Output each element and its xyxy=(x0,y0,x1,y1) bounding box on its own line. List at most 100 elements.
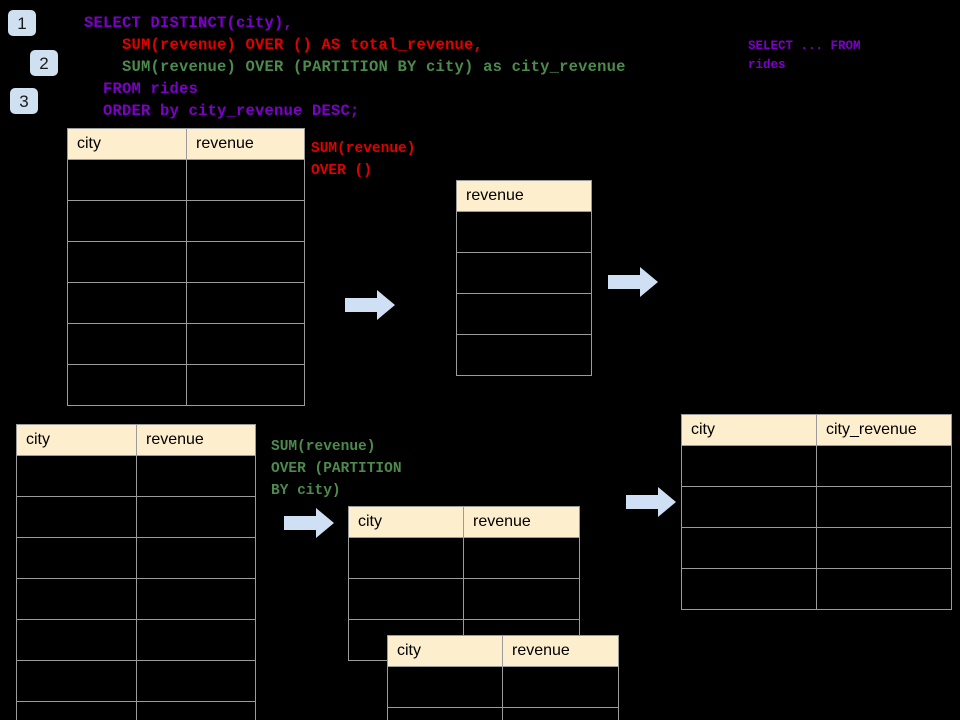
sql-line-order-by: ORDER by city_revenue DESC; xyxy=(84,102,360,120)
cell-city xyxy=(16,660,137,702)
cell-revenue xyxy=(456,334,592,376)
table-header-row: city revenue xyxy=(16,424,256,456)
step-badge-3: 3 xyxy=(10,88,38,114)
annotation-partition-line-1: SUM(revenue) xyxy=(271,439,376,455)
table-row xyxy=(67,241,305,283)
annotation-total-sum-line-1: SUM(revenue) xyxy=(311,141,416,157)
table-row xyxy=(16,496,256,538)
cell-city xyxy=(16,578,137,620)
table-rides-top: city revenue xyxy=(67,128,305,406)
column-header-city: city xyxy=(16,424,137,456)
cell-revenue xyxy=(186,364,305,406)
cell-revenue xyxy=(456,293,592,335)
cell-revenue xyxy=(136,496,256,538)
cell-city-revenue xyxy=(816,527,952,569)
column-header-city: city xyxy=(348,506,464,538)
cell-revenue xyxy=(186,323,305,365)
sql-line-from: FROM rides xyxy=(84,80,199,98)
table-row xyxy=(387,707,619,720)
column-header-revenue: revenue xyxy=(463,506,580,538)
cell-revenue xyxy=(136,578,256,620)
cell-revenue xyxy=(186,282,305,324)
table-row xyxy=(681,568,952,610)
cell-city xyxy=(387,666,503,708)
table-row xyxy=(16,619,256,661)
column-header-city: city xyxy=(681,414,817,446)
table-header-row: city revenue xyxy=(67,128,305,160)
sql-line-total-revenue: SUM(revenue) OVER () AS total_revenue, xyxy=(84,36,484,54)
cell-city xyxy=(348,578,464,620)
table-rides-bottom: city revenue xyxy=(16,424,256,720)
table-row xyxy=(387,666,619,708)
annotation-total-sum: SUM(revenue) OVER () xyxy=(311,138,415,182)
arrow-right-icon xyxy=(608,267,658,297)
column-header-city: city xyxy=(67,128,187,160)
cell-revenue xyxy=(456,211,592,253)
step-badge-3-label: 3 xyxy=(19,91,29,111)
annotation-partition-line-2: OVER (PARTITION xyxy=(271,461,402,477)
cell-city xyxy=(16,455,137,497)
sidenote-select-from: SELECT ... FROM rides xyxy=(748,37,861,75)
table-row xyxy=(681,527,952,569)
arrow-right-icon xyxy=(626,487,676,517)
cell-revenue xyxy=(456,252,592,294)
table-row xyxy=(681,486,952,528)
cell-revenue xyxy=(463,537,580,579)
table-row xyxy=(456,334,592,376)
table-row xyxy=(348,537,580,579)
cell-city xyxy=(16,496,137,538)
table-row xyxy=(67,200,305,242)
table-row xyxy=(456,211,592,253)
column-header-city: city xyxy=(387,635,503,667)
cell-revenue xyxy=(502,707,619,720)
sql-line-city-revenue: SUM(revenue) OVER (PARTITION BY city) as… xyxy=(84,58,626,76)
table-header-row: city city_revenue xyxy=(681,414,952,446)
sidenote-line-1: SELECT ... FROM xyxy=(748,39,861,53)
table-revenue-total: revenue xyxy=(456,180,592,376)
cell-revenue xyxy=(463,578,580,620)
table-result: city city_revenue xyxy=(681,414,952,610)
table-row xyxy=(67,282,305,324)
table-row xyxy=(67,323,305,365)
table-partition-front: city revenue xyxy=(387,635,619,720)
table-header-row: city revenue xyxy=(387,635,619,667)
table-row xyxy=(456,293,592,335)
sidenote-line-2: rides xyxy=(748,58,786,72)
cell-city xyxy=(67,200,187,242)
arrow-right-icon xyxy=(284,508,334,538)
cell-city-revenue xyxy=(816,568,952,610)
cell-revenue xyxy=(502,666,619,708)
table-row xyxy=(348,578,580,620)
cell-city xyxy=(67,364,187,406)
cell-city xyxy=(16,701,137,720)
table-row xyxy=(16,455,256,497)
cell-city xyxy=(16,619,137,661)
cell-city xyxy=(681,445,817,487)
cell-city xyxy=(67,282,187,324)
table-row xyxy=(16,537,256,579)
cell-revenue xyxy=(186,241,305,283)
arrow-right-icon xyxy=(345,290,395,320)
step-badge-2: 2 xyxy=(30,50,58,76)
cell-city xyxy=(681,568,817,610)
cell-city xyxy=(16,537,137,579)
step-badge-1: 1 xyxy=(8,10,36,36)
cell-revenue xyxy=(186,200,305,242)
cell-revenue xyxy=(136,701,256,720)
annotation-total-sum-line-2: OVER () xyxy=(311,163,372,179)
cell-city xyxy=(67,241,187,283)
table-row xyxy=(681,445,952,487)
annotation-partition-line-3: BY city) xyxy=(271,483,341,499)
cell-city-revenue xyxy=(816,486,952,528)
cell-revenue xyxy=(186,159,305,201)
cell-city xyxy=(387,707,503,720)
column-header-revenue: revenue xyxy=(136,424,256,456)
column-header-revenue: revenue xyxy=(502,635,619,667)
cell-city xyxy=(681,527,817,569)
cell-revenue xyxy=(136,455,256,497)
cell-revenue xyxy=(136,660,256,702)
cell-revenue xyxy=(136,537,256,579)
cell-city xyxy=(67,159,187,201)
column-header-city-revenue: city_revenue xyxy=(816,414,952,446)
